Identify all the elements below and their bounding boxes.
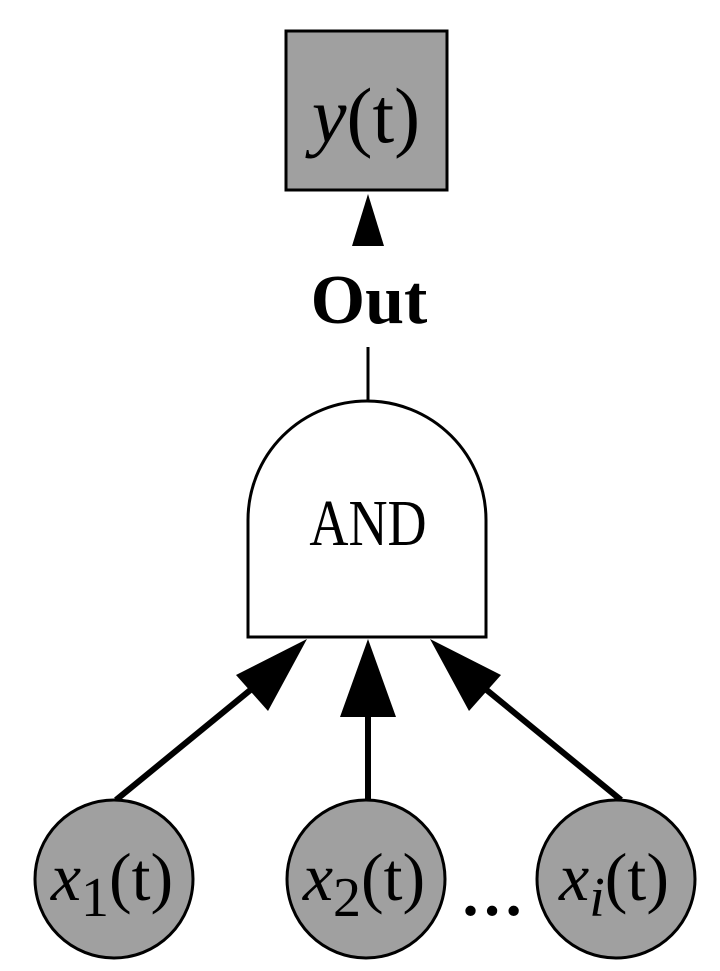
output-box bbox=[284, 29, 449, 192]
input-1-arrow-shaft bbox=[114, 675, 267, 803]
and-gate-label: AND bbox=[309, 487, 426, 560]
input-3-arrowhead bbox=[430, 639, 501, 711]
output-node-label: y(t) bbox=[305, 72, 420, 159]
input-2-arrowhead bbox=[340, 639, 396, 717]
input-node-1-circle bbox=[33, 798, 195, 960]
input-node-i-label: xi(t) bbox=[558, 839, 669, 929]
input-node-1-label: x1(t) bbox=[50, 839, 173, 929]
output-arrowhead bbox=[352, 194, 384, 246]
output-node: y(t) bbox=[284, 29, 449, 192]
input-node-i: xi(t) bbox=[535, 798, 697, 960]
output-arrow bbox=[352, 194, 384, 246]
and-gate: AND bbox=[246, 399, 488, 639]
out-label: Out bbox=[311, 262, 428, 339]
input-node-2-circle bbox=[285, 798, 447, 960]
input-node-2-label: x2(t) bbox=[302, 839, 425, 929]
input-node-i-circle bbox=[535, 798, 697, 960]
ellipsis: … bbox=[460, 858, 524, 929]
input-3-arrow-shaft bbox=[470, 675, 623, 803]
and-gate-shape bbox=[246, 399, 488, 639]
input-arrows bbox=[114, 639, 623, 803]
input-node-2: x2(t) bbox=[285, 798, 447, 960]
input-1-arrowhead bbox=[236, 639, 307, 711]
input-node-1: x1(t) bbox=[33, 798, 195, 960]
